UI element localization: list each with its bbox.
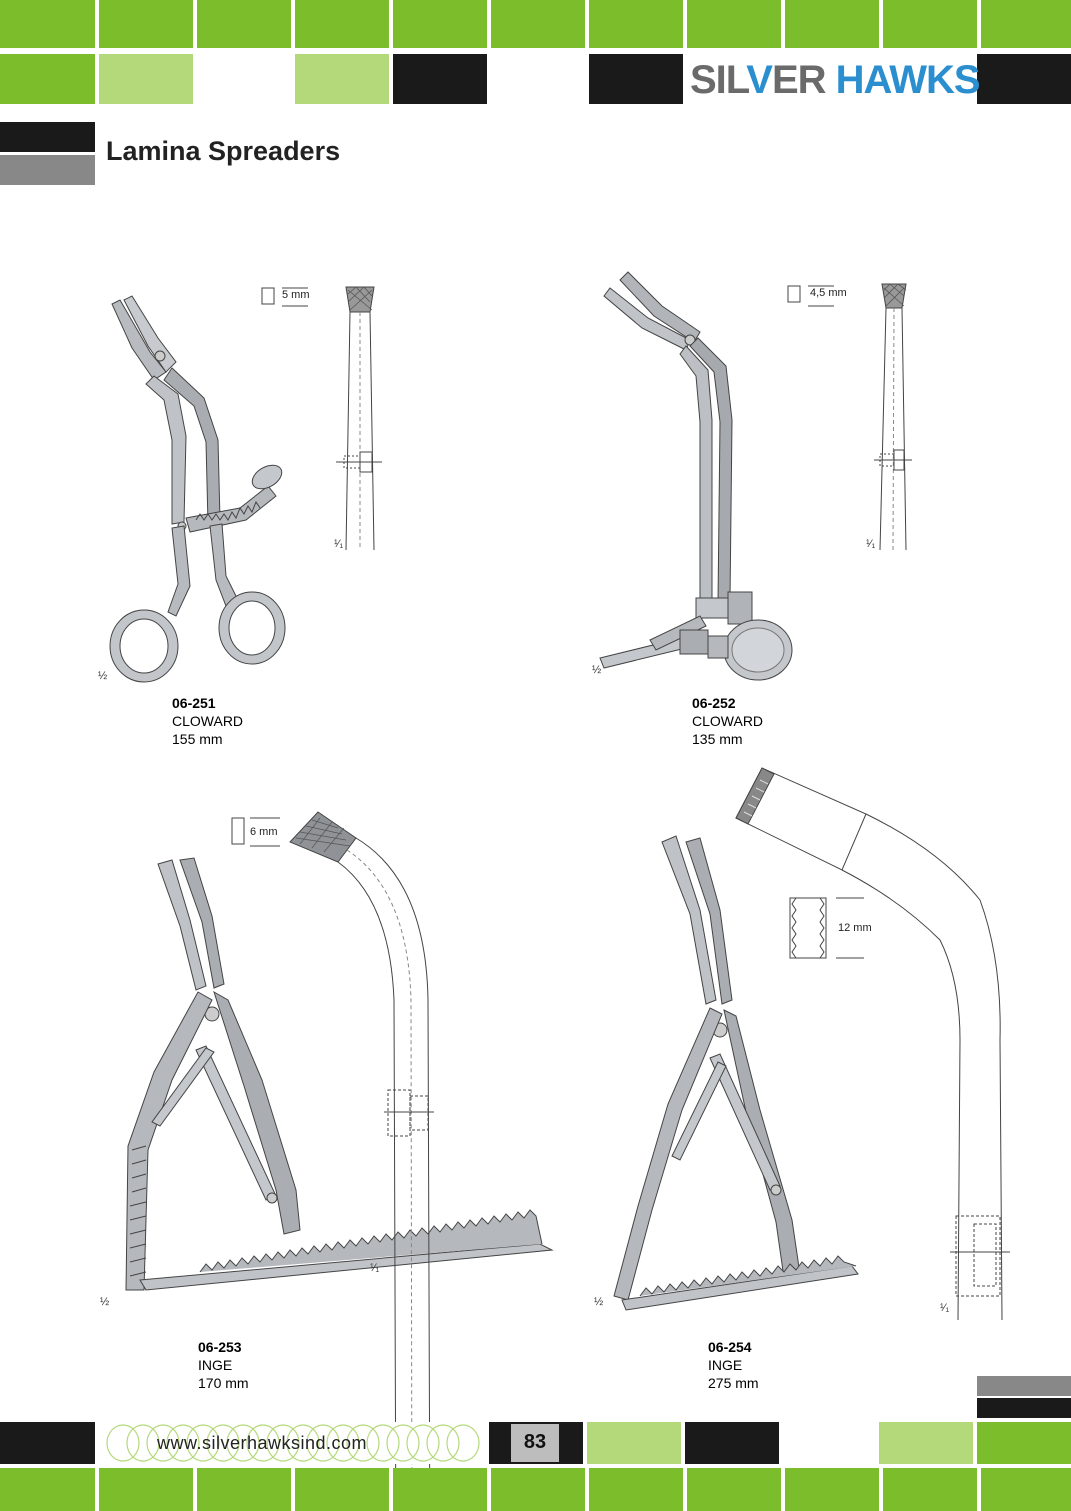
band-tile	[0, 0, 95, 48]
band-tile	[295, 0, 389, 48]
band-tile	[0, 1468, 95, 1511]
brand-logo: SILVER HAWKS	[690, 56, 981, 104]
band-tile	[687, 0, 781, 48]
band-tile	[879, 1422, 973, 1464]
brand-logo-part3: HAWKS	[835, 58, 981, 102]
band-tile	[977, 54, 1071, 104]
band-tile	[981, 0, 1071, 48]
band-tile	[491, 0, 585, 48]
band-tile	[295, 1468, 389, 1511]
product-code: 06-253	[198, 1339, 242, 1355]
corner-marker-dark	[977, 1398, 1071, 1418]
website-link[interactable]: www.silverhawksind.com	[157, 1433, 368, 1453]
product-length: 135 mm	[692, 731, 743, 747]
product-name: CLOWARD	[172, 713, 244, 729]
band-tile	[295, 54, 389, 104]
band-tile	[393, 54, 487, 104]
page-title: Lamina Spreaders	[106, 136, 341, 166]
band-tile	[883, 1468, 977, 1511]
brand-logo-part1: SIL	[690, 58, 747, 102]
page-number: 83	[523, 1431, 547, 1453]
band-tile	[785, 1468, 879, 1511]
band-tile	[99, 1468, 193, 1511]
band-tile	[587, 1422, 681, 1464]
product-name: INGE	[708, 1357, 743, 1373]
band-tile	[99, 0, 193, 48]
product-code: 06-252	[692, 695, 736, 711]
band-tile	[99, 54, 193, 104]
product-name: CLOWARD	[692, 713, 764, 729]
band-tile	[687, 1468, 781, 1511]
band-tile	[197, 1468, 291, 1511]
product-code: 06-251	[172, 695, 216, 711]
product-length: 170 mm	[198, 1375, 249, 1391]
corner-marker-gray	[977, 1376, 1071, 1396]
scale-main-06-252: ½	[592, 664, 602, 676]
ring-decoration	[106, 1424, 480, 1462]
product-length: 275 mm	[708, 1375, 759, 1391]
scale-detail-06-252: ¹⁄₁	[866, 538, 876, 550]
scale-detail-06-251: ¹⁄₁	[334, 538, 344, 550]
band-tile	[197, 0, 291, 48]
band-tile	[977, 1422, 1071, 1464]
scale-main-06-254: ½	[594, 1296, 604, 1308]
jaw-width-06-254: 12 mm	[838, 922, 872, 934]
product-length: 155 mm	[172, 731, 223, 747]
product-label-06-252: 06-252 CLOWARD 135 mm	[692, 694, 763, 748]
band-tile	[981, 1468, 1071, 1511]
jaw-width-06-252: 4,5 mm	[810, 287, 847, 299]
band-tile	[393, 0, 487, 48]
product-code: 06-254	[708, 1339, 752, 1355]
band-tile	[491, 1468, 585, 1511]
product-label-06-251: 06-251 CLOWARD 155 mm	[172, 694, 243, 748]
band-tile	[785, 0, 879, 48]
brand-logo-v-glyph: V	[746, 58, 773, 102]
band-tile	[883, 0, 977, 48]
jaw-width-06-251: 5 mm	[282, 289, 310, 301]
band-tile	[589, 0, 683, 48]
product-label-06-254: 06-254 INGE 275 mm	[708, 1338, 759, 1392]
product-label-06-253: 06-253 INGE 170 mm	[198, 1338, 249, 1392]
band-tile	[0, 54, 95, 104]
scale-main-06-253: ½	[100, 1296, 110, 1308]
scale-main-06-251: ½	[98, 670, 108, 682]
page-number-box: 83	[511, 1424, 559, 1462]
band-tile	[589, 1468, 683, 1511]
title-marker-gray	[0, 155, 95, 185]
title-marker-dark	[0, 122, 95, 152]
website-strip: www.silverhawksind.com	[99, 1422, 485, 1464]
band-tile	[589, 54, 683, 104]
scale-detail-06-253: ¹⁄₁	[370, 1262, 380, 1274]
jaw-width-06-253: 6 mm	[250, 826, 278, 838]
brand-logo-part2: ER	[771, 58, 827, 102]
band-tile	[0, 1422, 95, 1464]
scale-detail-06-254: ¹⁄₁	[940, 1302, 950, 1314]
product-name: INGE	[198, 1357, 233, 1373]
band-tile	[393, 1468, 487, 1511]
band-tile	[685, 1422, 779, 1464]
